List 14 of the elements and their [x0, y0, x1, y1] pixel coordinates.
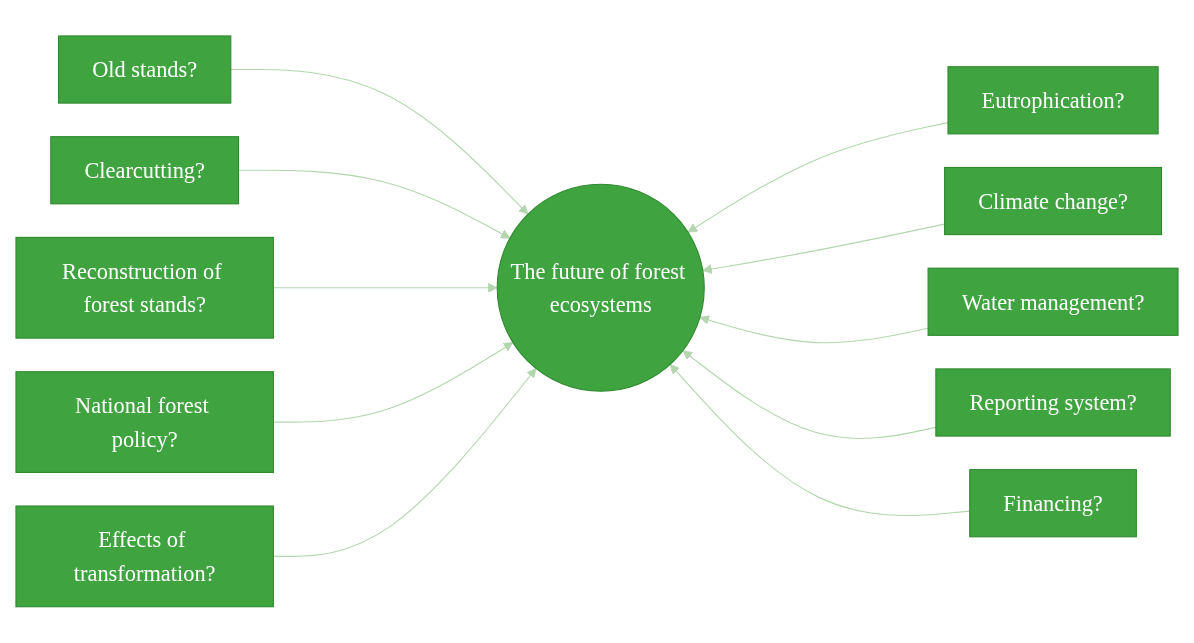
node-circle: The future of forest ecosystems [496, 183, 705, 392]
arrow [230, 69, 529, 215]
node-box: Clearcutting? [50, 136, 240, 205]
node-box: Eutrophication? [947, 66, 1159, 135]
node-box: Financing? [969, 469, 1137, 538]
node-box: Effects of transformation? [15, 505, 274, 608]
node-box: Reporting system? [935, 368, 1171, 437]
node-box: Old stands? [58, 35, 232, 104]
node-box: Water management? [927, 267, 1179, 337]
node-box: National forest policy? [15, 371, 274, 474]
arrow [687, 122, 949, 233]
node-box: Reconstruction of forest stands? [15, 237, 274, 339]
node-box: Climate change? [944, 167, 1163, 236]
arrow [699, 315, 929, 344]
